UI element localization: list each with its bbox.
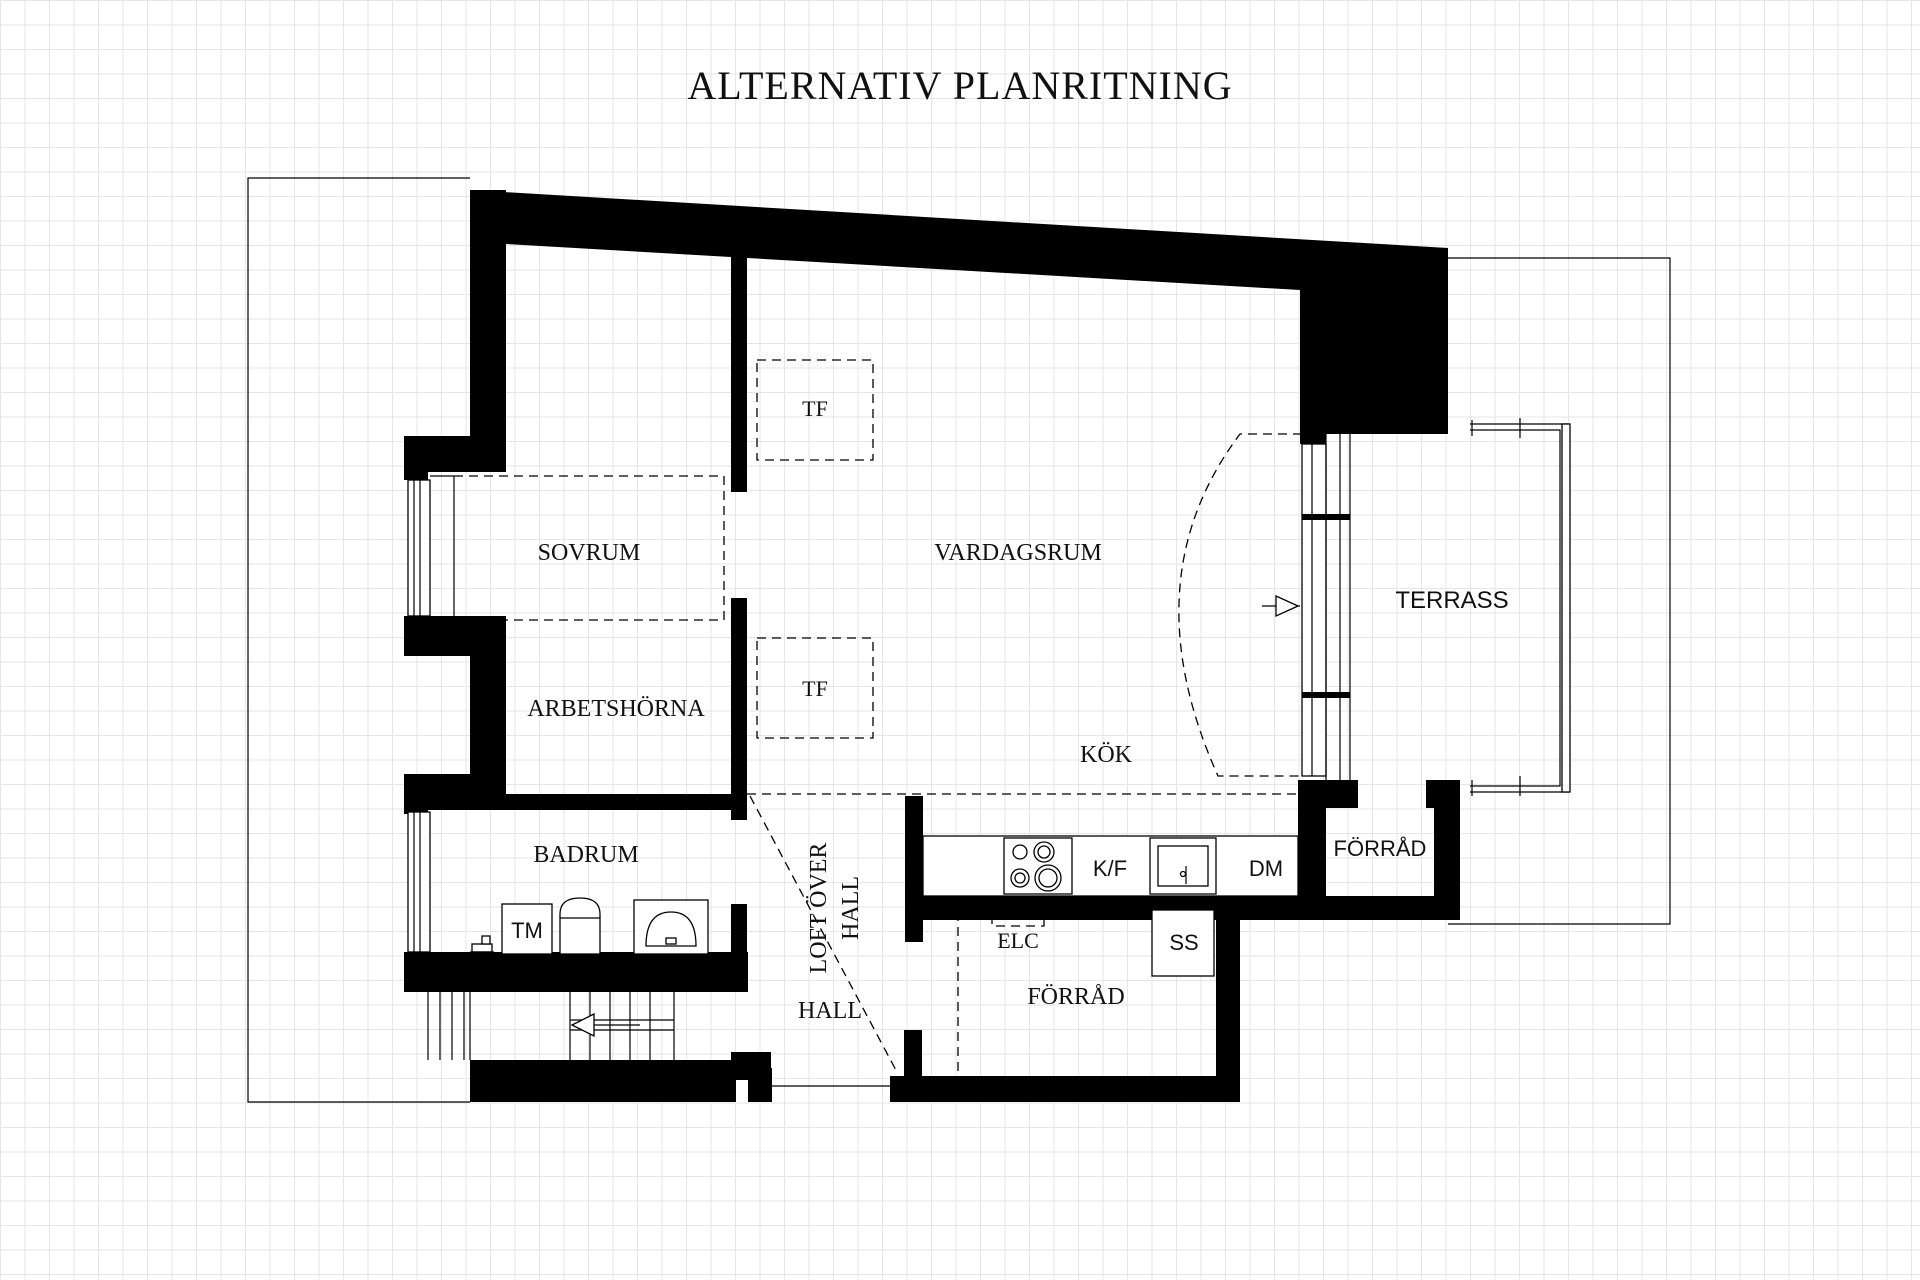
label-kf: K/F (1093, 856, 1127, 881)
fixture-labels: TF TF K/F DM TM ELC SS (511, 396, 1283, 955)
tf-upper-box (756, 359, 874, 461)
ss-box (1151, 909, 1215, 977)
label-kok: KÖK (1080, 742, 1133, 768)
label-vardagsrum: VARDAGSRUM (934, 540, 1102, 566)
property-outline (247, 177, 470, 1103)
basin-icon (645, 911, 697, 947)
room-labels: SOVRUM VARDAGSRUM TERRASS ARBETSHÖRNA KÖ… (527, 540, 1508, 1024)
label-forrad-small: FÖRRÅD (1334, 836, 1427, 861)
tf-lower-box (756, 637, 874, 739)
label-ss: SS (1169, 930, 1198, 955)
label-loft-line1: LOFT ÖVER (806, 843, 832, 974)
kitchen-counter (922, 835, 1299, 927)
property-outline-right (1448, 257, 1671, 925)
toilet-icon (559, 897, 601, 955)
label-sovrum: SOVRUM (538, 540, 641, 566)
label-tf-lower: TF (802, 676, 828, 701)
stairs (427, 992, 675, 1060)
label-arbetshorna: ARBETSHÖRNA (527, 696, 705, 722)
walls (404, 190, 1460, 1102)
windows (407, 418, 1571, 953)
tap-icon (470, 935, 494, 953)
label-forrad-large: FÖRRÅD (1027, 984, 1124, 1010)
label-elc: ELC (997, 928, 1039, 953)
label-tf-upper: TF (802, 396, 828, 421)
label-terrass: TERRASS (1395, 587, 1508, 614)
stair-arrow-icon (570, 1012, 640, 1038)
label-hall: HALL (798, 998, 862, 1024)
plan-title: ALTERNATIV PLANRITNING (687, 63, 1233, 108)
label-badrum: BADRUM (533, 842, 638, 868)
label-dm: DM (1249, 856, 1283, 881)
label-loft-line2: HALL (838, 876, 864, 940)
bathroom-fixtures (470, 897, 709, 955)
door-arrow-icon (1262, 594, 1300, 618)
label-tm: TM (511, 918, 543, 943)
